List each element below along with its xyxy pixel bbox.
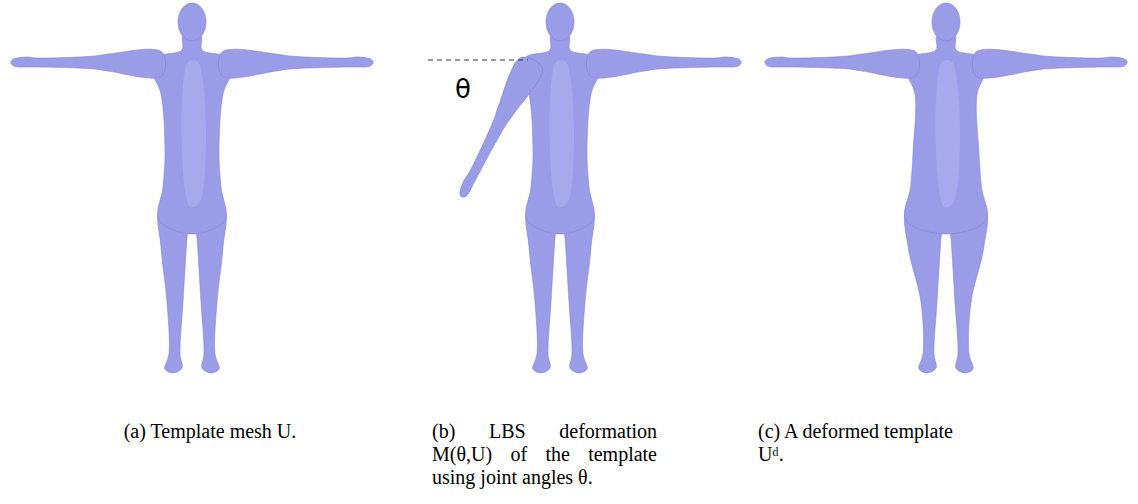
subfigure-caption: (b) LBS deformation M(θ,U) of the templa…	[432, 420, 657, 489]
arm	[11, 49, 166, 78]
arm	[586, 49, 741, 78]
human-mesh	[11, 3, 373, 373]
head	[932, 3, 960, 41]
angle-symbol: θ	[455, 74, 471, 104]
mesh-highlight	[182, 60, 207, 207]
reference-line	[428, 59, 528, 60]
human-mesh	[765, 3, 1127, 373]
head	[178, 3, 206, 41]
human-mesh	[450, 3, 741, 373]
arm	[450, 53, 546, 204]
mesh-highlight	[550, 60, 575, 207]
subfigure-caption: (c) A deformed template Uᵈ.	[758, 420, 983, 466]
mesh-highlight	[936, 60, 961, 207]
arm	[218, 49, 373, 78]
arm	[972, 49, 1127, 78]
arm	[765, 49, 920, 78]
subfigure-caption: (a) Template mesh U.	[95, 420, 325, 443]
head	[546, 3, 574, 41]
